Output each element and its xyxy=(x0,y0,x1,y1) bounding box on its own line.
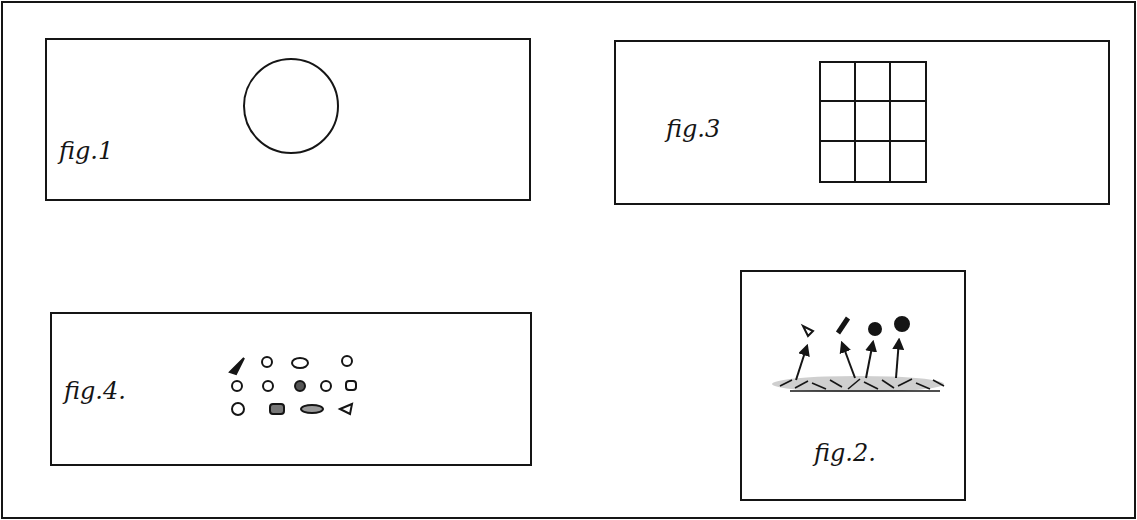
circle-drawing xyxy=(244,59,338,153)
figure-panel: fig.2. xyxy=(740,270,966,501)
figure-label: fig.1 xyxy=(59,138,113,164)
grid-drawing xyxy=(820,62,926,182)
figure-label: fig.4. xyxy=(64,378,126,404)
figure-label: fig.3 xyxy=(666,116,720,142)
figure-label: fig.2. xyxy=(814,440,876,466)
particle-drawings xyxy=(230,356,356,415)
emission-drawing xyxy=(772,317,944,392)
figure-panel: fig.1 xyxy=(45,38,531,201)
figure-panel: fig.4. xyxy=(50,312,532,466)
figure-panel: fig.3 xyxy=(614,40,1110,205)
